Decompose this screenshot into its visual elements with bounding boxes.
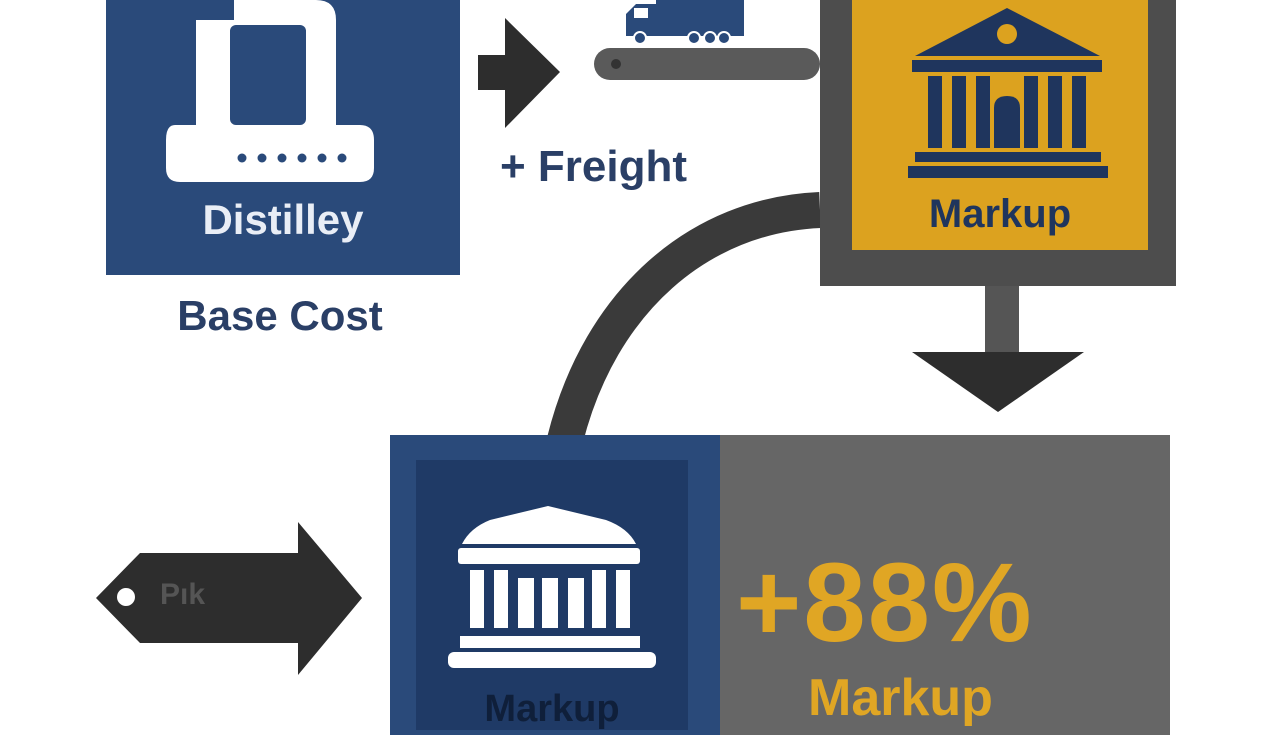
markup-label-navy: Markup <box>484 688 620 730</box>
base-cost-label: Base Cost <box>177 292 383 339</box>
markup-percent-value: +88% <box>736 540 1034 665</box>
right-arrow-icon <box>478 18 560 128</box>
markup-label-gray: Markup <box>808 669 993 727</box>
price-tag-arrow <box>96 522 362 675</box>
markup-label-top: Markup <box>928 192 1072 236</box>
distillery-label: Distilley <box>202 196 364 243</box>
connectors-layer <box>96 18 1084 675</box>
conveyor-bar <box>594 48 820 80</box>
down-arrow-icon <box>912 352 1084 412</box>
price-tag-label: Pık <box>160 578 206 611</box>
down-arrow-stem <box>985 286 1019 352</box>
tag-hole <box>117 588 135 606</box>
freight-label: + Freight <box>500 142 688 191</box>
bottom-gray-panel <box>720 435 1170 735</box>
curved-connector <box>547 192 822 445</box>
